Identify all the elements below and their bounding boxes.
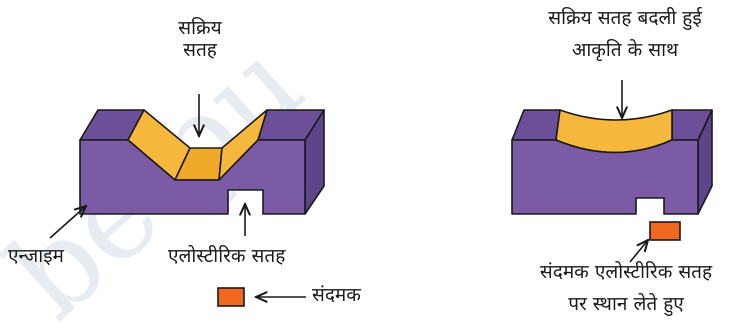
changed-site-label: सक्रिय सतह बदली हुई आकृति के साथ <box>500 7 750 62</box>
effector-bound-arrow <box>629 240 648 263</box>
enzyme-right-front <box>511 139 699 215</box>
active-site-label-line2: सतह <box>183 38 217 61</box>
enzyme-right-top-left <box>511 109 561 141</box>
enzyme-label: एन्जाइम <box>8 245 64 267</box>
effector-legend-label: संदमक <box>312 284 361 306</box>
effector-bound-label-line1: संदमक एलोस्टीरिक सतह <box>539 261 713 283</box>
active-site-label: सक्रिय सतह <box>160 17 240 62</box>
enzyme-right <box>511 109 713 215</box>
changed-site-label-line2: आकृति के साथ <box>571 38 679 61</box>
effector-bound-label: संदमक एलोस्टीरिक सतह पर स्थान लेते हुए <box>500 261 752 316</box>
enzyme-arrow <box>49 206 86 239</box>
effector-legend-square <box>217 287 245 307</box>
enzyme-left-front <box>79 139 306 215</box>
effector-bound-label-line2: पर स्थान लेते हुए <box>568 292 684 315</box>
active-site-label-line1: सक्रिय <box>178 17 222 39</box>
allosteric-site-label: एलोस्टीरिक सतह <box>168 245 286 267</box>
enzyme-left <box>79 109 325 215</box>
changed-site-label-line1: सक्रिय सतह बदली हुई <box>548 7 702 29</box>
effector-bound-square <box>649 221 681 241</box>
